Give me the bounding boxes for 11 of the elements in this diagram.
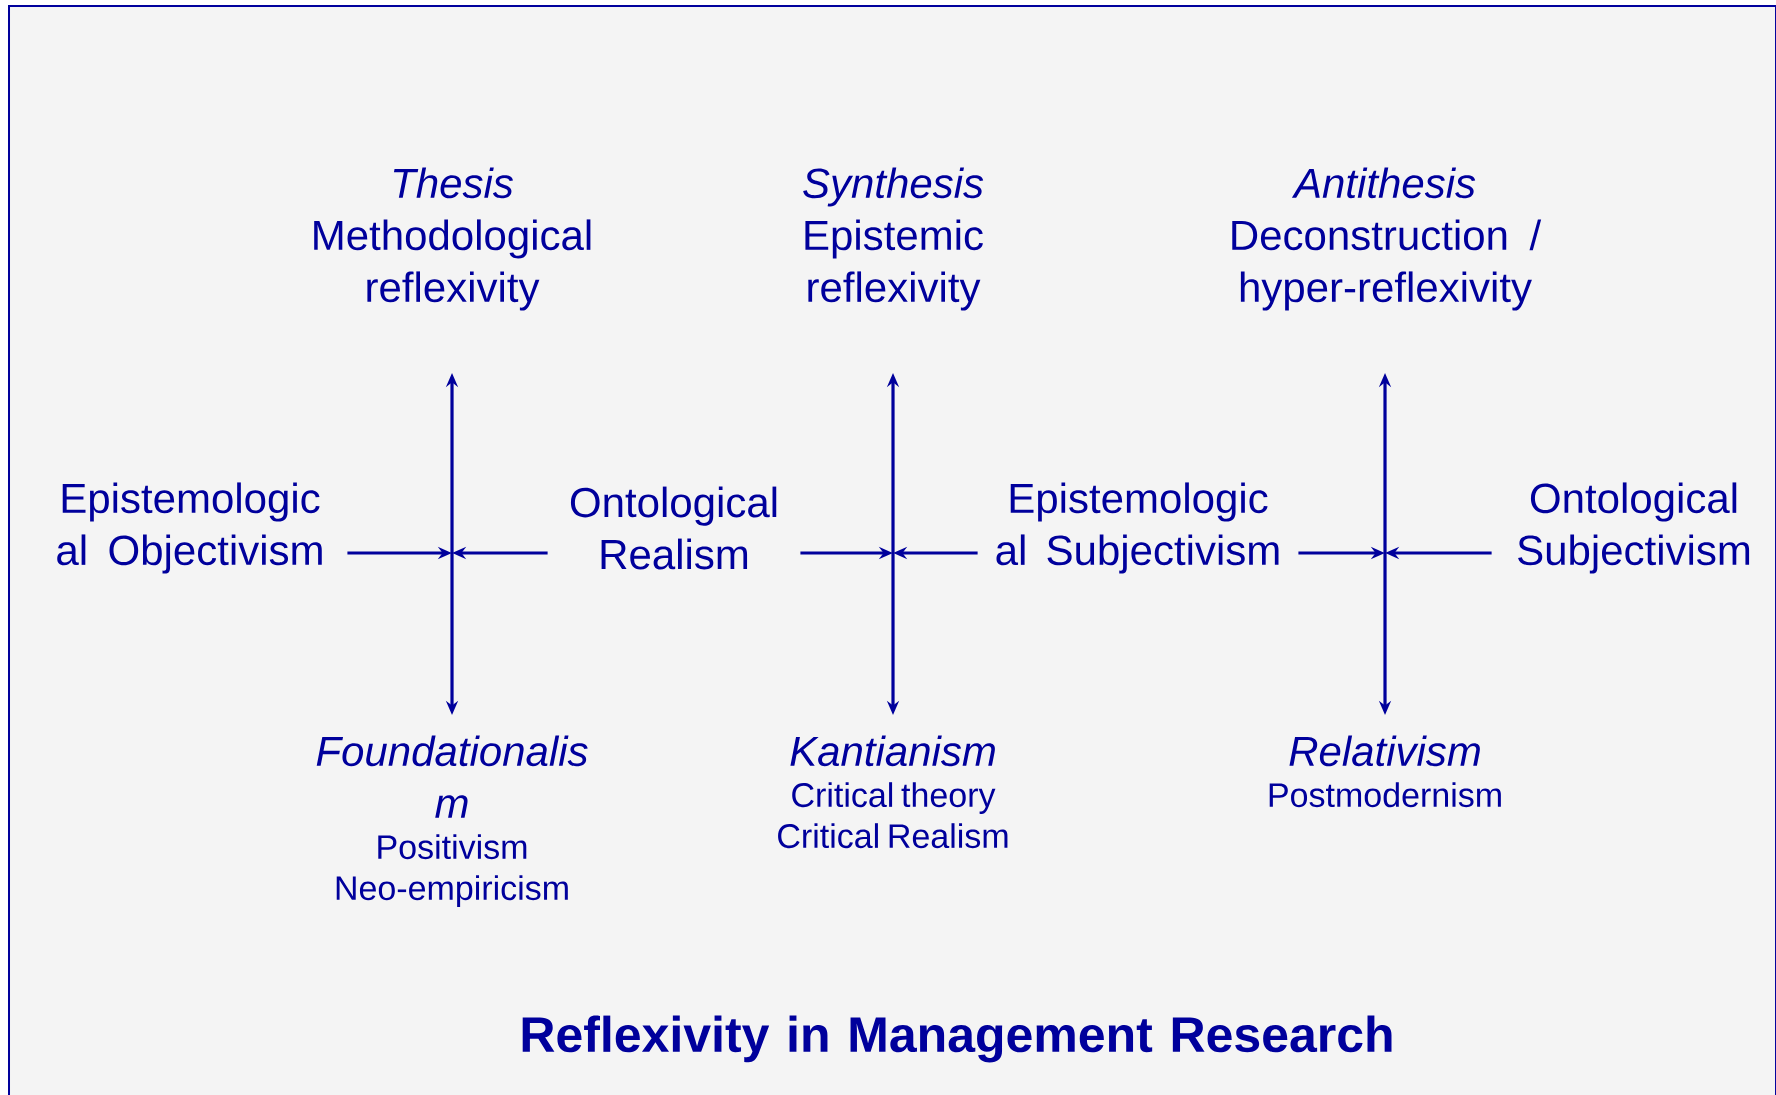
title: Reflexivity in Management Research [522,1015,1392,1063]
text-label: Antithesis Deconstruction / hyper-reflexivity [1232,167,1542,311]
text-label: Ontological Realism [570,486,777,570]
text-label: Ontological Subjectivism [1518,482,1750,574]
text-label: Thesis Methodological reflexivity [314,167,591,311]
text-label: Epistemologic al Objectivism [57,482,322,574]
text-label: Epistemologic al Subjectivism [996,482,1279,574]
text-label: Foundationalis m Positivism Neo-empiricism [316,735,588,907]
text-label: Kantianism Critical theory Critical Realism [778,735,1008,849]
text-label: Relativism Postmodernism [1269,735,1501,808]
text-label: Synthesis Epistemic reflexivity [803,167,984,311]
